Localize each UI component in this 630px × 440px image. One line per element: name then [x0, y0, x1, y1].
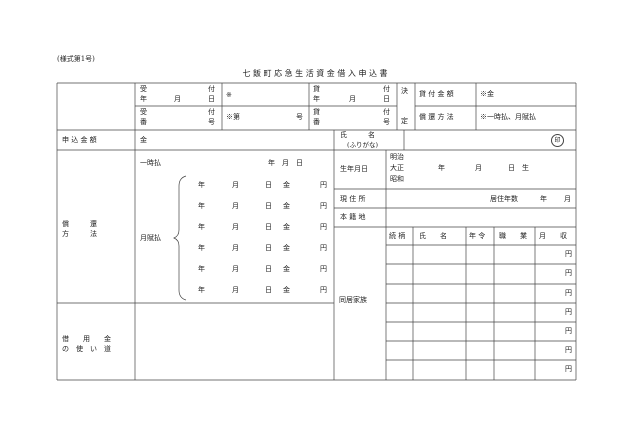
kashitsuke-day: 日 [383, 95, 390, 103]
uketsuke-no-go: 号 [208, 118, 215, 126]
inst-yen: 円 [320, 181, 327, 189]
seal-mark: 印 [551, 134, 564, 147]
lump-sum-label: 一時払 [140, 159, 161, 167]
inst-day: 日 [265, 223, 272, 231]
kashitsuke-no-label: 貸 [313, 108, 320, 116]
inst-yen: 円 [320, 286, 327, 294]
form-number: (様式第1号) [57, 55, 95, 63]
inst-day: 日 [265, 286, 272, 294]
loan-amount-label: 貸 付 金 額 [419, 90, 454, 98]
kettei-label-bottom: 定 [401, 117, 408, 125]
family-header-job: 職 業 [499, 232, 527, 240]
inst-year: 年 [198, 286, 205, 294]
inst-day: 日 [265, 202, 272, 210]
lump-sum-date: 年 月 日 [268, 159, 303, 167]
inst-year: 年 [198, 223, 205, 231]
uketsuke-day: 日 [208, 95, 215, 103]
family-header-income: 月 収 [539, 232, 567, 240]
usage-label-bottom: の 使 い 道 [62, 345, 111, 353]
request-amount-label: 申 込 金 額 [62, 136, 97, 144]
kashitsuke-label-2: 付 [383, 85, 390, 93]
inst-yen: 円 [320, 202, 327, 210]
family-header-name: 氏 名 [419, 232, 447, 240]
uketsuke-year: 年 [140, 95, 147, 103]
family-header-age: 年 令 [469, 232, 486, 240]
inst-month: 月 [232, 244, 239, 252]
honseki-label: 本 籍 地 [340, 213, 366, 221]
repayment-label-top: 償 還 [62, 220, 97, 228]
inst-year: 年 [198, 265, 205, 273]
address-label: 現 住 所 [340, 195, 366, 203]
inst-kin: 金 [283, 223, 290, 231]
inst-month: 月 [232, 181, 239, 189]
inst-day: 日 [265, 181, 272, 189]
inst-year: 年 [198, 181, 205, 189]
admin-go: 号 [296, 113, 303, 121]
inst-day: 日 [265, 265, 272, 273]
inst-kin: 金 [283, 265, 290, 273]
kashitsuke-no-go: 号 [383, 118, 390, 126]
admin-mark-date: ※ [226, 91, 232, 99]
inst-kin: 金 [283, 181, 290, 189]
uketsuke-no-ban: 番 [140, 118, 147, 126]
uketsuke-label-2: 付 [208, 85, 215, 93]
inst-yen: 円 [320, 244, 327, 252]
repay-method-value: ※一時払、月賦払 [480, 113, 536, 121]
inst-month: 月 [232, 265, 239, 273]
inst-year: 年 [198, 202, 205, 210]
family-row-yen: 円 [565, 346, 572, 354]
kettei-label-top: 決 [401, 87, 408, 95]
residence-month-unit: 月 [564, 195, 571, 203]
era-showa: 昭和 [390, 175, 404, 183]
uketsuke-no-label: 受 [140, 108, 147, 116]
kashitsuke-no-ban: 番 [313, 118, 320, 126]
kashitsuke-label: 貸 [313, 85, 320, 93]
usage-label-top: 借 用 金 [62, 335, 111, 343]
inst-month: 月 [232, 286, 239, 294]
family-label: 同居家族 [339, 296, 367, 304]
loan-amount-value: ※金 [480, 90, 494, 98]
family-header-relation: 続 柄 [389, 232, 406, 240]
family-row-yen: 円 [565, 289, 572, 297]
family-row-yen: 円 [565, 269, 572, 277]
kashitsuke-year: 年 [313, 95, 320, 103]
era-meiji: 明治 [390, 153, 404, 161]
furigana-label: (ふりがな) [347, 141, 379, 149]
inst-day: 日 [265, 244, 272, 252]
inst-month: 月 [232, 202, 239, 210]
era-taisho: 大正 [390, 164, 404, 172]
name-label: 氏 名 [340, 131, 375, 139]
family-row-yen: 円 [565, 250, 572, 258]
family-row-yen: 円 [565, 327, 572, 335]
birth-sei: 生 [522, 164, 529, 172]
inst-yen: 円 [320, 223, 327, 231]
residence-years-label: 居住年数 [490, 195, 518, 203]
birth-year: 年 [438, 164, 445, 172]
residence-year-unit: 年 [540, 195, 547, 203]
kashitsuke-month: 月 [349, 95, 356, 103]
family-row-yen: 円 [565, 365, 572, 373]
monthly-label: 月賦払 [140, 234, 161, 242]
family-row-yen: 円 [565, 308, 572, 316]
inst-year: 年 [198, 244, 205, 252]
inst-month: 月 [232, 223, 239, 231]
kashitsuke-no-label-2: 付 [383, 108, 390, 116]
uketsuke-month: 月 [174, 95, 181, 103]
page-title: 七 飯 町 応 急 生 活 資 金 借 入 申 込 書 [242, 69, 388, 78]
birth-label: 生年月日 [340, 165, 368, 173]
repayment-label-bottom: 方 法 [62, 230, 97, 238]
uketsuke-label: 受 [140, 85, 147, 93]
uketsuke-no-label-2: 付 [208, 108, 215, 116]
inst-kin: 金 [283, 202, 290, 210]
birth-day: 日 [508, 164, 515, 172]
admin-mark-number: ※第 [226, 113, 240, 121]
inst-kin: 金 [283, 286, 290, 294]
birth-month: 月 [475, 164, 482, 172]
inst-kin: 金 [283, 244, 290, 252]
request-amount-value: 金 [140, 136, 147, 144]
repay-method-label: 償 還 方 法 [419, 113, 454, 121]
inst-yen: 円 [320, 265, 327, 273]
